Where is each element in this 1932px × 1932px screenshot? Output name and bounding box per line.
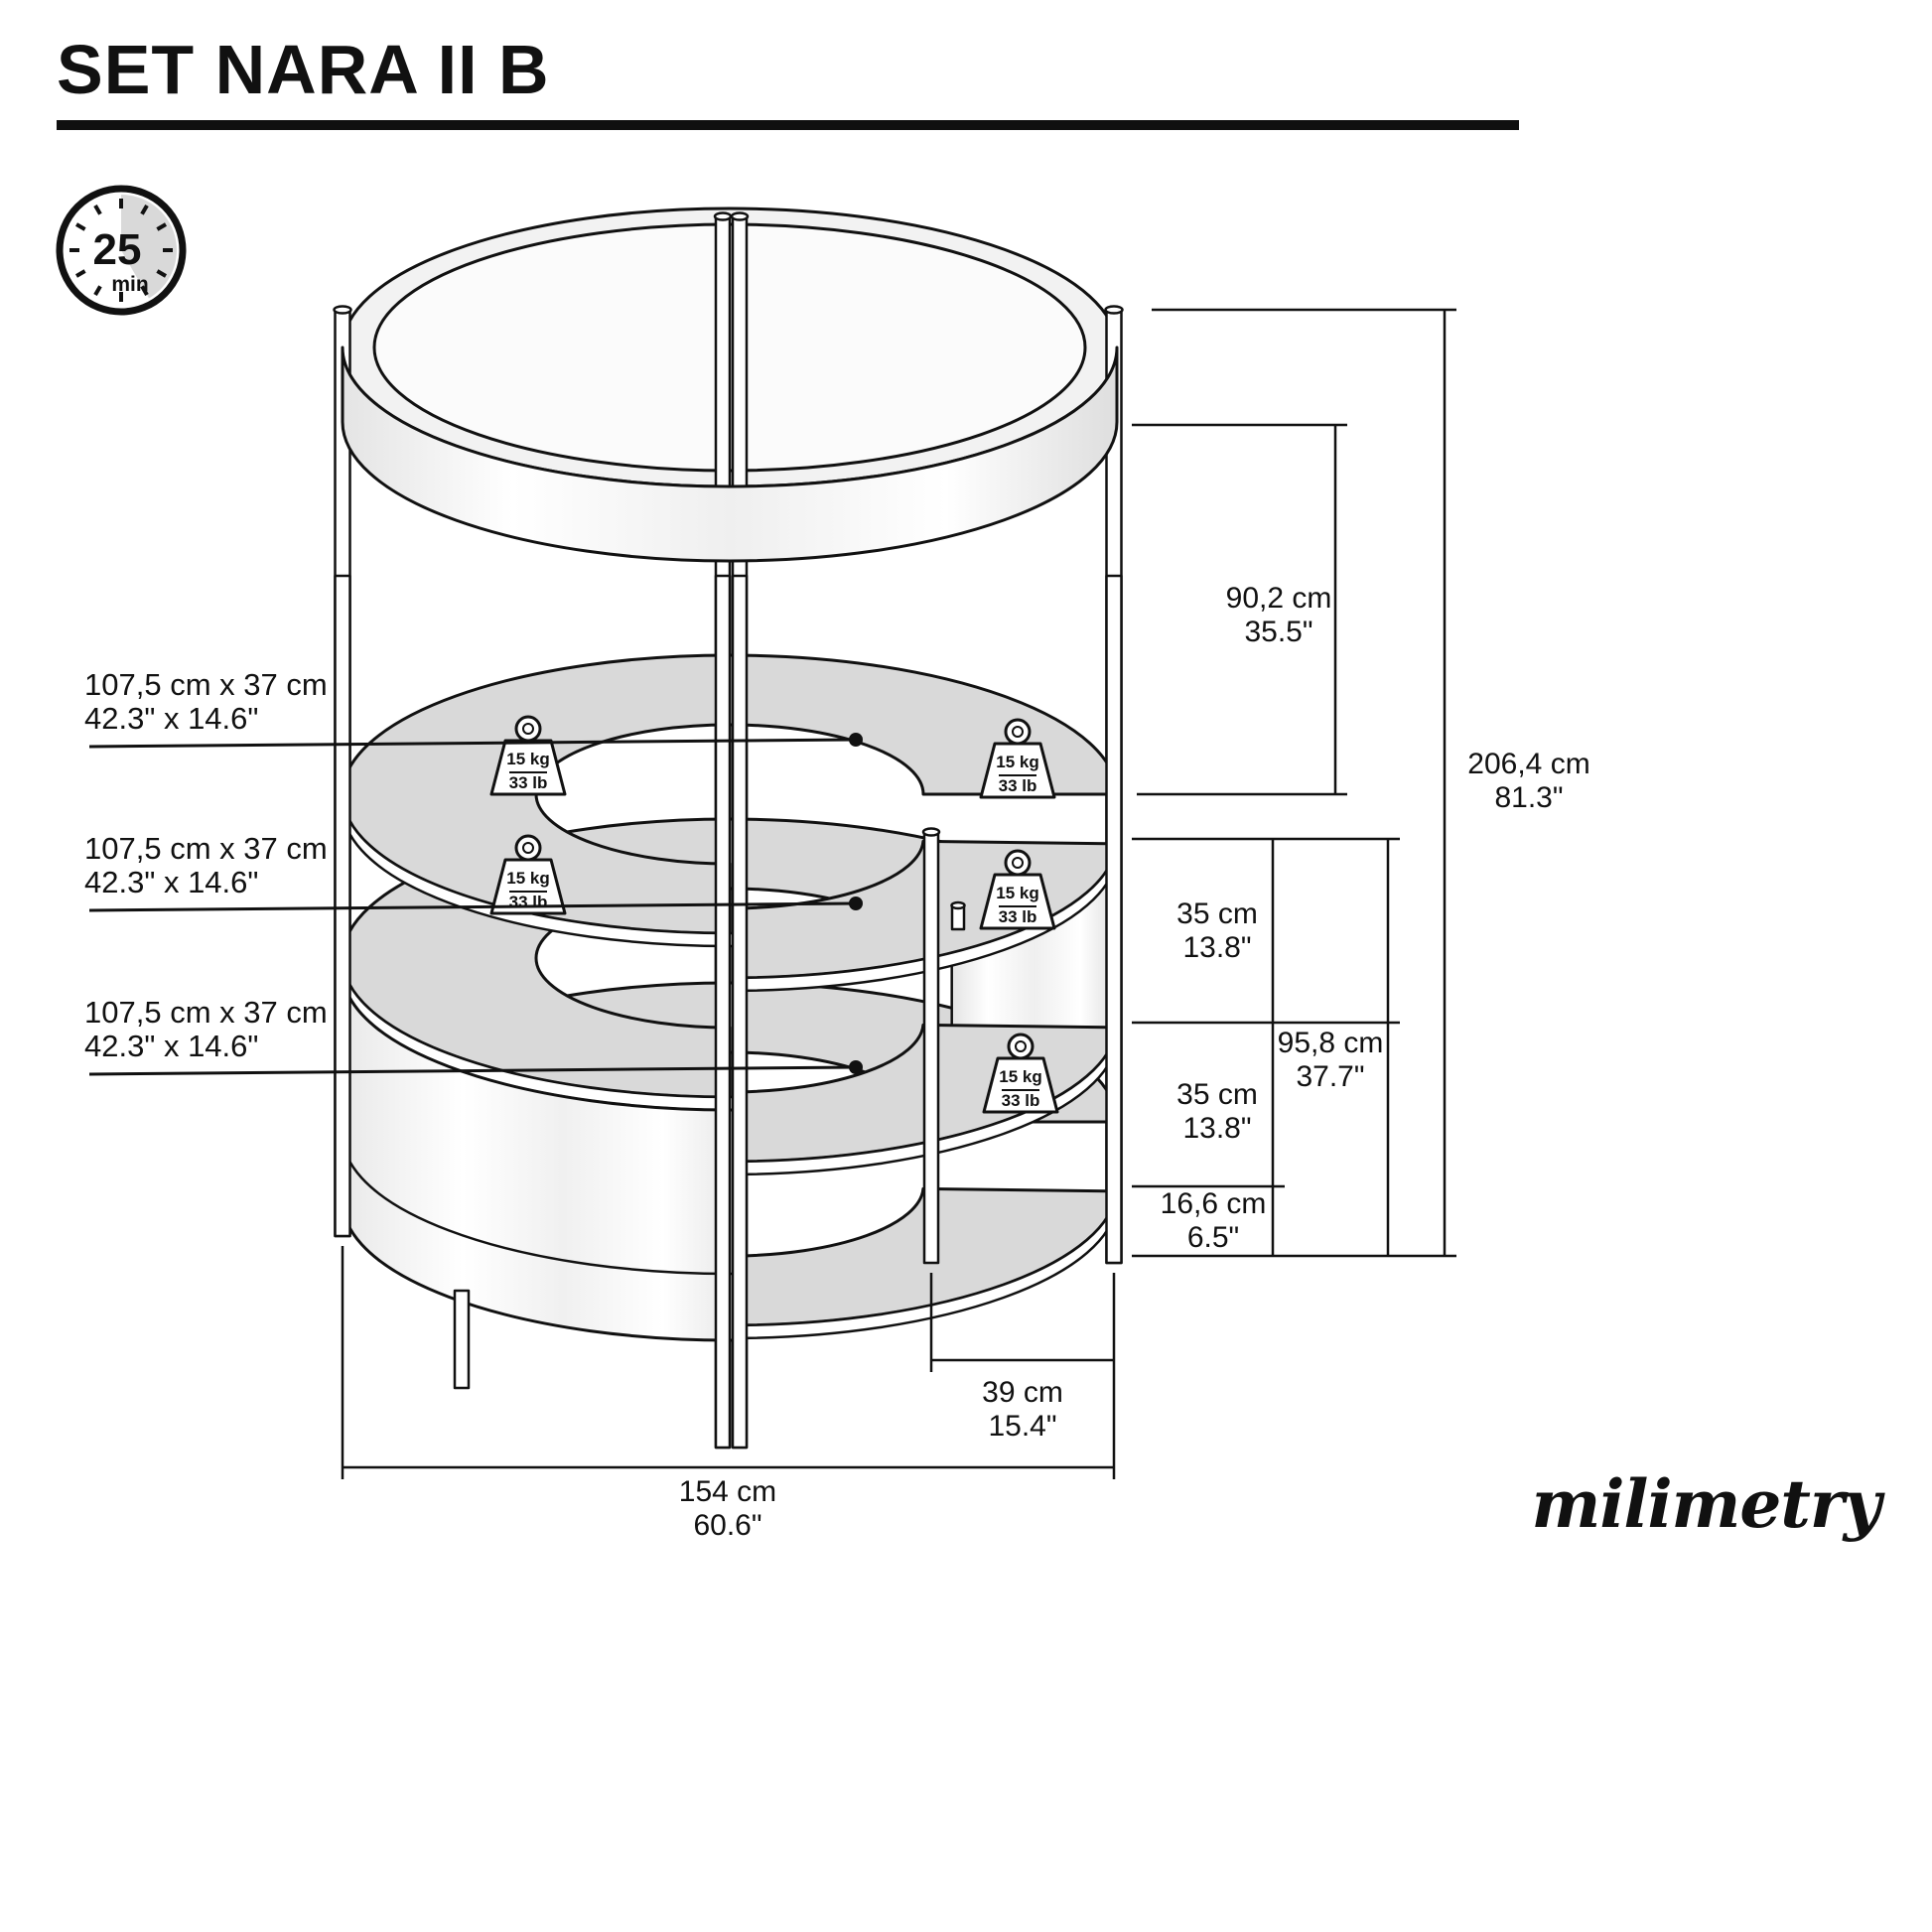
post-right-cap	[1104, 305, 1124, 315]
brand-logo: milimetry	[1531, 1465, 1881, 1543]
weight-body-icon	[982, 1056, 1059, 1114]
dim-hanging-height-metric: 90,2 cm	[1226, 582, 1332, 615]
clock-ticks	[69, 199, 173, 302]
post-right-front	[1105, 574, 1123, 1265]
weight-capacity-icon: 15 kg 33 lb	[979, 718, 1056, 799]
front-left-leg	[453, 1289, 471, 1390]
shelf-size-label-imperial: 42.3" x 14.6"	[84, 1029, 258, 1063]
dim-total-width-imperial: 60.6"	[693, 1509, 761, 1542]
post-left-front	[334, 574, 351, 1238]
weight-capacity-icon: 15 kg 33 lb	[489, 715, 567, 796]
column-post-inner-cap	[921, 827, 941, 837]
weight-handle-hole-icon	[1012, 857, 1024, 869]
title-rule	[57, 120, 1519, 130]
dim-column-depth-metric: 39 cm	[982, 1376, 1063, 1409]
weight-kg-label: 15 kg	[506, 869, 549, 888]
dim-column-depth-imperial: 15.4"	[988, 1410, 1056, 1443]
shelf-size-label-imperial: 42.3" x 14.6"	[84, 701, 258, 736]
dim-total-height-metric: 206,4 cm	[1467, 748, 1589, 780]
weight-icons: 15 kg 33 lb 15 kg 33 lb 15 kg	[489, 715, 1059, 1114]
column-post-inner	[922, 830, 940, 1265]
weight-lb-label: 33 lb	[509, 773, 548, 792]
post-center-b-cap	[730, 211, 750, 221]
weight-capacity-icon: 15 kg 33 lb	[982, 1033, 1059, 1114]
leader-line	[88, 738, 857, 749]
weight-lb-label: 33 lb	[999, 776, 1037, 795]
weight-handle-hole-icon	[1015, 1040, 1027, 1052]
shelf-size-label-metric: 107,5 cm x 37 cm	[84, 995, 328, 1030]
leader-line	[88, 1065, 857, 1076]
dim-total-height-imperial: 81.3"	[1494, 781, 1563, 814]
weight-body-icon	[979, 742, 1056, 799]
leader-line	[88, 901, 857, 912]
weight-kg-label: 15 kg	[996, 753, 1038, 771]
weight-capacity-icon: 15 kg 33 lb	[979, 849, 1056, 930]
leader-dot	[849, 897, 863, 910]
leader-dot	[849, 733, 863, 747]
dim-upper-gap-imperial: 13.8"	[1182, 931, 1251, 964]
weight-handle-hole-icon	[522, 723, 534, 735]
weight-handle-hole-icon	[1012, 726, 1024, 738]
assembly-time-value: 25	[93, 225, 142, 274]
post-center-a-front	[714, 574, 732, 1449]
weight-lb-label: 33 lb	[999, 907, 1037, 926]
assembly-time-icon: 25 min	[56, 185, 187, 316]
dim-bottom-clearance-metric: 16,6 cm	[1161, 1187, 1267, 1220]
dim-upper-gap-metric: 35 cm	[1176, 897, 1258, 930]
shelf-size-label-imperial: 42.3" x 14.6"	[84, 865, 258, 899]
weight-lb-label: 33 lb	[509, 893, 548, 911]
leader-dot	[849, 1060, 863, 1074]
weight-lb-label: 33 lb	[1002, 1091, 1040, 1110]
weight-kg-label: 15 kg	[999, 1067, 1041, 1086]
furniture-illustration: 15 kg 33 lb 15 kg 33 lb 15 kg	[333, 207, 1124, 1449]
weight-kg-label: 15 kg	[506, 750, 549, 768]
dimension-labels: 90,2 cm 35.5" 206,4 cm 81.3" 35 cm 13.8"…	[679, 582, 1590, 1542]
post-center-b-front	[731, 574, 749, 1449]
assembly-time-unit: min	[111, 273, 148, 296]
dim-lower-gap-imperial: 13.8"	[1182, 1112, 1251, 1145]
page-title: SET NARA II B	[57, 31, 550, 108]
dim-total-width-metric: 154 cm	[679, 1475, 776, 1508]
weight-kg-label: 15 kg	[996, 884, 1038, 902]
shelf-size-label-metric: 107,5 cm x 37 cm	[84, 667, 328, 702]
weight-body-icon	[489, 858, 567, 915]
dim-hanging-height-imperial: 35.5"	[1244, 616, 1312, 648]
weight-body-icon	[979, 873, 1056, 930]
weight-handle-hole-icon	[522, 842, 534, 854]
dimension-lines	[341, 308, 1456, 1479]
top-ring-front-band	[341, 345, 1119, 563]
post-left-cap	[333, 305, 352, 315]
post-center-a-cap	[713, 211, 733, 221]
dim-lower-gap-metric: 35 cm	[1176, 1078, 1258, 1111]
dim-column-height-imperial: 37.7"	[1296, 1060, 1364, 1093]
weight-body-icon	[489, 739, 567, 796]
dim-bottom-clearance-imperial: 6.5"	[1187, 1221, 1239, 1254]
shelf-size-label-metric: 107,5 cm x 37 cm	[84, 831, 328, 866]
dim-column-height-metric: 95,8 cm	[1278, 1027, 1384, 1059]
shelf-size-labels: 107,5 cm x 37 cm 42.3" x 14.6" 107,5 cm …	[84, 667, 863, 1076]
connector-peg-cap	[950, 900, 966, 910]
